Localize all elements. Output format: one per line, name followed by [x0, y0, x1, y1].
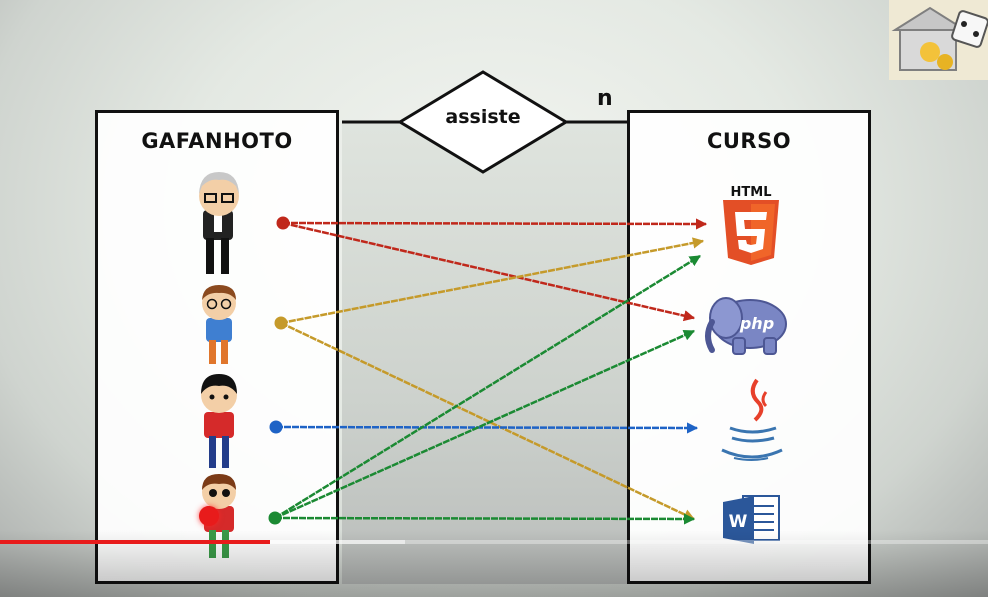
java-icon — [721, 378, 783, 461]
links-layer — [268, 216, 708, 525]
link-arrow-5 — [275, 422, 699, 434]
entity-title-curso: CURSO — [706, 129, 792, 153]
relationship-label: assiste — [445, 106, 521, 128]
link-origin-dot-2 — [274, 316, 288, 330]
link-arrow-4 — [280, 321, 696, 521]
link-arrow-2 — [282, 221, 696, 322]
video-played-bar — [0, 540, 270, 544]
cardinality-label: n — [597, 86, 613, 111]
relationship-diamond — [397, 70, 569, 174]
relationship-area — [342, 123, 627, 584]
entity-title-gafanhoto: GAFANHOTO — [141, 129, 293, 153]
student-avatar-2 — [202, 285, 236, 364]
student-avatar-3 — [201, 374, 237, 468]
word-text: W — [729, 512, 748, 532]
link-origin-dot-1 — [276, 216, 290, 230]
video-progress-bar[interactable] — [0, 540, 988, 544]
php-text: php — [739, 314, 774, 333]
link-arrow-1 — [282, 218, 708, 230]
link-arrow-6 — [274, 254, 701, 520]
scrubber-handle[interactable] — [199, 506, 219, 526]
php-elephant-icon — [705, 297, 787, 355]
link-arrow-7 — [274, 329, 696, 520]
link-arrow-3 — [280, 237, 705, 325]
link-origin-dot-4 — [268, 511, 282, 525]
word-icon — [723, 495, 780, 544]
html5-text: HTML — [731, 185, 772, 200]
link-origin-dot-3 — [269, 420, 283, 434]
channel-logo-icon — [889, 0, 988, 80]
student-avatar-1 — [199, 172, 239, 274]
html5-icon — [723, 200, 779, 265]
link-arrow-8 — [274, 513, 696, 525]
